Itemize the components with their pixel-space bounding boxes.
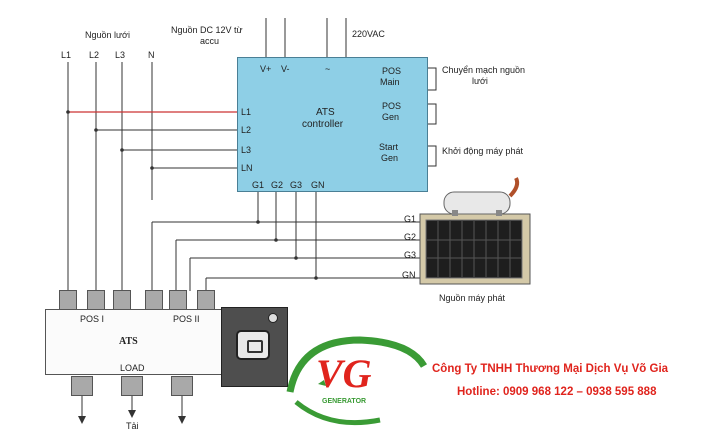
ats-output-terminal [71, 376, 93, 396]
phase-l2-label: L2 [89, 50, 100, 60]
pos-gen-label: POS [382, 101, 402, 111]
gen-g2-label: G2 [404, 232, 417, 242]
dc-source-label-2: accu [200, 36, 220, 46]
logo-brand: GENERATOR [322, 398, 367, 405]
note-start-generator: Khởi động máy phát [442, 146, 523, 156]
ac-voltage-label: 220VAC [352, 29, 385, 39]
ats-terminal [87, 290, 105, 310]
ats-terminal [113, 290, 131, 310]
ats-pos1-label: POS I [80, 314, 105, 324]
ats-switch: POS I POS II ATS LOAD [45, 309, 223, 375]
dc-source-label: Nguồn DC 12V từ [171, 25, 243, 35]
company-name: Công Ty TNHH Thương Mại Dịch Vụ Võ Gia [432, 363, 669, 375]
ats-title: ATS [119, 336, 138, 347]
controller-g1: G1 [252, 180, 265, 190]
start-gen-label-2: Gen [381, 153, 399, 163]
ats-terminal [169, 290, 187, 310]
gen-g1-label: G1 [404, 214, 417, 224]
controller-gn: GN [311, 180, 325, 190]
generator-label: Nguồn máy phát [439, 293, 506, 303]
ats-terminal [145, 290, 163, 310]
controller-ln: LN [241, 163, 253, 173]
ats-load-label: LOAD [120, 363, 145, 373]
controller-l3: L3 [241, 145, 252, 155]
start-gen-label: Start [379, 142, 399, 152]
ats-manual-handle [221, 307, 288, 387]
ats-terminal [59, 290, 77, 310]
ats-output-terminal [121, 376, 143, 396]
generator-icon [419, 177, 531, 285]
handle-button-icon [236, 330, 270, 360]
controller-l1: L1 [241, 107, 252, 117]
note-switch-grid-2: lưới [472, 76, 488, 86]
gen-gn-label: GN [402, 270, 416, 280]
controller-title: ATS [316, 107, 335, 118]
phase-l1-label: L1 [61, 50, 72, 60]
load-tai-label: Tải [126, 421, 139, 431]
phase-l3-label: L3 [115, 50, 126, 60]
controller-g3: G3 [290, 180, 303, 190]
controller-g2: G2 [271, 180, 284, 190]
terminal-ac: ~ [325, 64, 331, 74]
grid-source-label: Nguồn lưới [85, 30, 130, 40]
ats-controller: V+ V- ~ ATS controller L1 L2 L3 LN G1 G2… [237, 57, 428, 192]
ats-terminal [197, 290, 215, 310]
terminal-vminus: V- [281, 64, 290, 74]
handle-indicator-icon [268, 313, 278, 323]
ats-pos2-label: POS II [173, 314, 200, 324]
pos-main-label-2: Main [380, 77, 400, 87]
gen-g3-label: G3 [404, 250, 417, 260]
pos-main-label: POS [382, 66, 402, 76]
logo-letters: VG [316, 351, 372, 396]
terminal-vplus: V+ [260, 64, 272, 74]
controller-l2: L2 [241, 125, 252, 135]
company-hotline: Hotline: 0909 968 122 – 0938 595 888 [457, 386, 657, 398]
phase-n-label: N [148, 50, 155, 60]
note-switch-grid: Chuyển mạch nguồn [442, 65, 526, 75]
vg-logo [286, 336, 428, 426]
controller-subtitle: controller [302, 119, 344, 130]
ats-output-terminal [171, 376, 193, 396]
pos-gen-label-2: Gen [382, 112, 400, 122]
